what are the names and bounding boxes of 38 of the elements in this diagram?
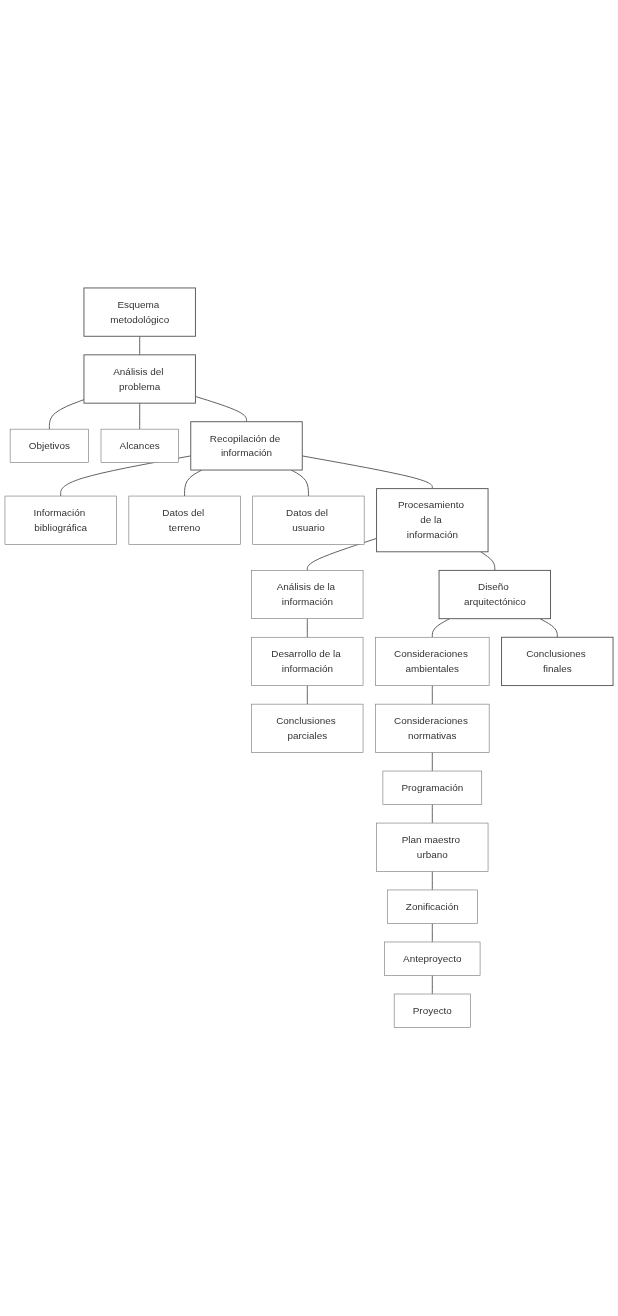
node-box: Desarrollo de la información xyxy=(251,637,364,687)
connector xyxy=(306,685,308,705)
node-box: Esquema metodológico xyxy=(83,287,196,338)
connector xyxy=(301,455,433,490)
node-box: Datos del usuario xyxy=(252,496,365,545)
connector xyxy=(431,923,433,943)
node-box: Análisis del problema xyxy=(83,354,196,404)
node-box: Datos del terreno xyxy=(128,496,241,545)
node-box: Objetivos xyxy=(9,429,89,464)
connector xyxy=(139,403,141,430)
connector xyxy=(539,618,558,639)
node-box: Alcances xyxy=(100,429,179,464)
node-box: Conclusiones parciales xyxy=(251,704,364,754)
node-box: Información bibliográfica xyxy=(4,496,117,545)
connector xyxy=(431,618,451,639)
connector xyxy=(194,396,247,423)
node-box: Consideraciones normativas xyxy=(375,704,490,754)
connector xyxy=(306,538,378,572)
node-box: Plan maestro urbano xyxy=(376,823,489,872)
connector xyxy=(431,975,433,995)
node-box: Consideraciones ambientales xyxy=(375,637,490,687)
node-box: Recopilación de información xyxy=(190,421,303,471)
connector xyxy=(431,752,433,772)
node-box: Programación xyxy=(382,771,483,806)
connector xyxy=(431,871,433,891)
connector xyxy=(48,399,85,430)
node-box: Zonificación xyxy=(387,889,478,924)
connector xyxy=(306,618,308,639)
connector xyxy=(480,551,496,572)
node-box: Diseño arquitectónico xyxy=(438,570,551,620)
connector xyxy=(139,336,141,356)
node-box: Procesamiento de la información xyxy=(376,488,489,553)
node-box: Proyecto xyxy=(393,994,471,1029)
connector xyxy=(431,685,433,705)
node-box: Anteproyecto xyxy=(384,941,481,977)
node-box: Análisis de la información xyxy=(251,570,364,620)
node-box: Conclusiones finales xyxy=(501,637,614,687)
connector xyxy=(431,804,433,824)
